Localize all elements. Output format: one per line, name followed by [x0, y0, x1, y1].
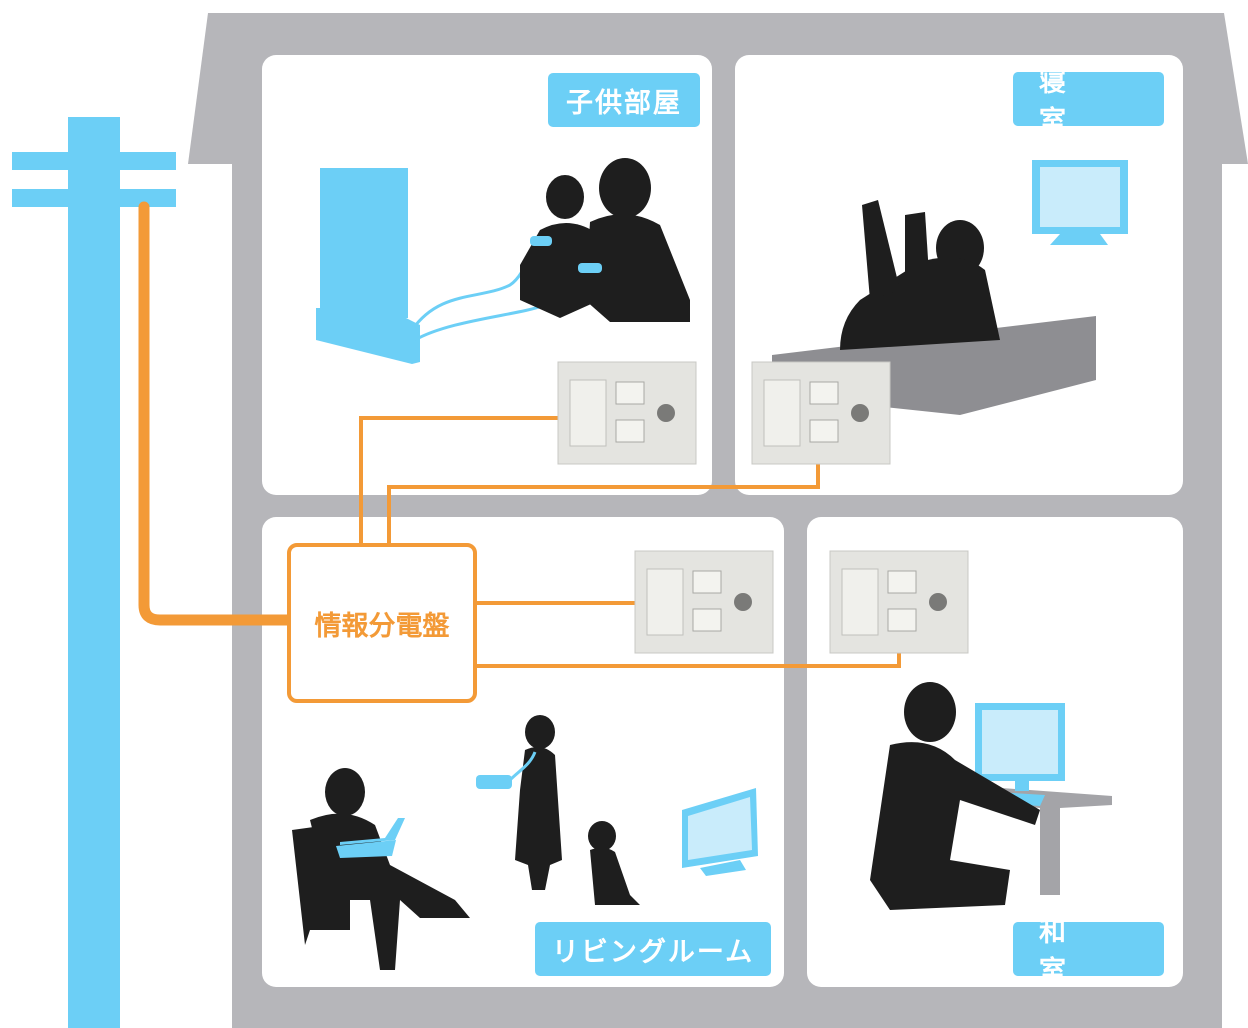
television-icon: [682, 788, 758, 876]
woman-at-computer-silhouette: [870, 682, 1040, 910]
distribution-panel-label: 情報分電盤: [314, 610, 450, 642]
wall-outlet-icon: [557, 361, 969, 654]
woman-on-phone-silhouette: [515, 715, 562, 890]
kids-room-label: 子供部屋: [548, 73, 700, 127]
game-controller-icon: [530, 236, 602, 273]
laptop-icon: [336, 818, 405, 858]
child-silhouette: [588, 821, 640, 905]
telephone-icon: [476, 751, 537, 789]
living-room-label: リビングルーム: [535, 922, 771, 976]
japanese-room-label: 和 室: [1013, 917, 1164, 987]
game-console-icon: [316, 168, 420, 364]
television-icon: [1032, 160, 1128, 245]
children-gaming-silhouette: [520, 158, 690, 322]
utility-pole-icon: [12, 117, 176, 1028]
distribution-panel: 情報分電盤: [287, 543, 477, 703]
bedroom-label: 寝 室: [1013, 67, 1164, 137]
network-cables: [138, 201, 901, 668]
person-lying-silhouette: [840, 200, 1000, 350]
